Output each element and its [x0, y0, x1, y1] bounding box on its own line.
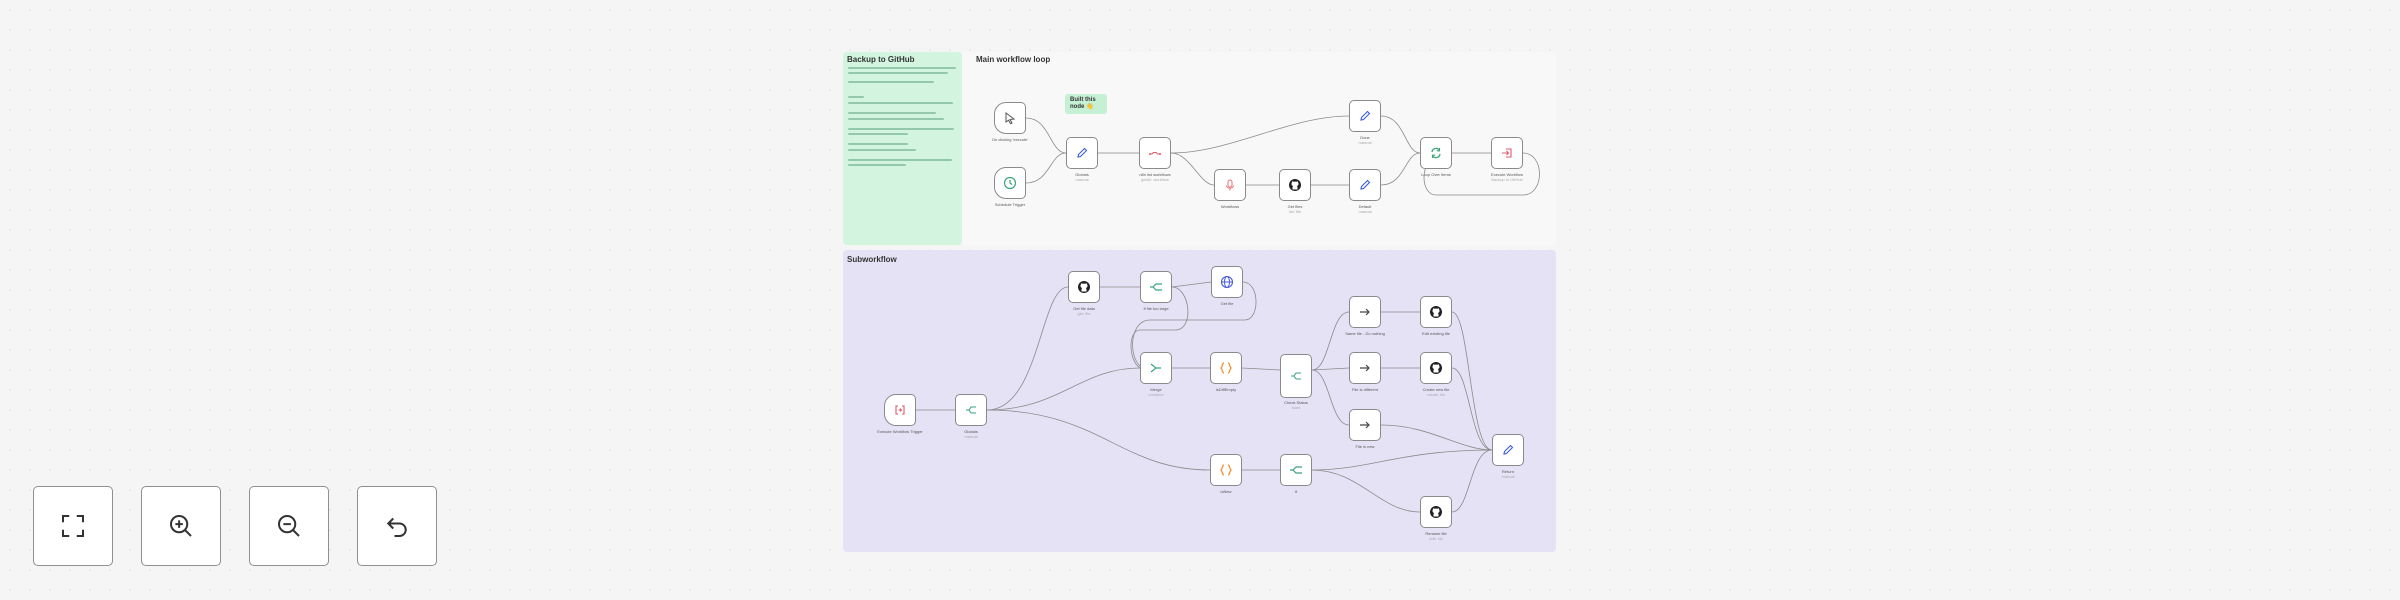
- node-file-is-new[interactable]: [1349, 409, 1381, 441]
- node-get-files[interactable]: [1279, 169, 1311, 201]
- node-on-clicking-execute[interactable]: [994, 102, 1026, 134]
- arrow-icon: [1360, 364, 1370, 372]
- pencil-icon: [1360, 110, 1371, 121]
- node-get-file-data[interactable]: [1068, 271, 1100, 303]
- node-return[interactable]: [1492, 434, 1524, 466]
- fit-view-icon: [62, 515, 84, 537]
- label-on-clicking-execute: On clicking 'execute': [991, 137, 1029, 142]
- switch-icon: [966, 406, 976, 414]
- mic-icon: [1226, 179, 1234, 191]
- node-default[interactable]: [1349, 169, 1381, 201]
- clock-icon: [1003, 176, 1017, 190]
- label-loop-over-items: Loop Over Items: [1421, 172, 1451, 177]
- arrow-icon: [1360, 421, 1370, 429]
- loop-icon: [1431, 147, 1441, 159]
- label-get-file: Get file: [1220, 301, 1234, 306]
- globe-icon: [1220, 275, 1234, 289]
- label-execute-workflow-trigger: Execute Workflow Trigger: [877, 429, 923, 434]
- arrow-icon: [1360, 308, 1370, 316]
- github-icon: [1078, 281, 1090, 293]
- node-create-new-file[interactable]: [1420, 352, 1452, 384]
- node-workflows[interactable]: [1214, 169, 1246, 201]
- node-globals[interactable]: [1066, 137, 1098, 169]
- label-workflows: Workflows: [1220, 204, 1240, 209]
- github-icon: [1430, 506, 1442, 518]
- sticky-main-title: Main workflow loop: [976, 55, 1051, 64]
- switch-icon: [1291, 372, 1301, 380]
- braces-icon: [1219, 362, 1233, 374]
- label-schedule-trigger: Schedule Trigger: [994, 202, 1026, 207]
- node-rename-file[interactable]: [1420, 496, 1452, 528]
- fit-view-button[interactable]: [33, 486, 113, 566]
- node-merge[interactable]: [1140, 352, 1172, 384]
- node-done[interactable]: [1349, 100, 1381, 132]
- node-sub-globals[interactable]: [955, 394, 987, 426]
- node-schedule-trigger[interactable]: [994, 167, 1026, 199]
- filter-icon: [1150, 283, 1162, 291]
- node-check-status[interactable]: [1280, 354, 1312, 398]
- label-if: If: [1294, 489, 1298, 494]
- node-if-file-too-large[interactable]: [1140, 271, 1172, 303]
- exec-icon: [1502, 148, 1512, 158]
- cursor-icon: [1005, 112, 1016, 125]
- label-file-is-new: File is new: [1355, 444, 1375, 449]
- node-n8n-list-workflows[interactable]: [1139, 137, 1171, 169]
- build-note-badge: Built this node 👋: [1065, 94, 1107, 114]
- sticky-doc-title: Backup to GitHub: [847, 55, 915, 64]
- node-isdiffempty[interactable]: [1210, 352, 1242, 384]
- github-icon: [1430, 306, 1442, 318]
- label-same-file-do-nothing: Same file - Do nothing: [1345, 331, 1385, 336]
- reset-zoom-button[interactable]: [357, 486, 437, 566]
- label-edit-existing-file: Edit existing file: [1422, 331, 1450, 336]
- trigger-icon: [895, 405, 905, 415]
- sticky-sub-title: Subworkflow: [847, 255, 897, 264]
- label-isdiffempty: isDiffEmpty: [1215, 387, 1237, 392]
- sticky-documentation[interactable]: [843, 52, 962, 245]
- pencil-icon: [1503, 444, 1514, 455]
- node-if[interactable]: [1280, 454, 1312, 486]
- filter-icon: [1290, 466, 1302, 474]
- zoom-out-button[interactable]: [249, 486, 329, 566]
- undo-icon: [386, 517, 407, 537]
- node-execute-workflow-trigger[interactable]: [884, 394, 916, 426]
- node-isnew[interactable]: [1210, 454, 1242, 486]
- merge-icon: [1150, 363, 1161, 373]
- github-icon: [1289, 179, 1301, 191]
- node-file-is-different[interactable]: [1349, 352, 1381, 384]
- zoom-in-icon: [170, 515, 192, 537]
- zoom-in-button[interactable]: [141, 486, 221, 566]
- sticky-main-workflow[interactable]: [961, 52, 1556, 245]
- n8n-icon: [1149, 152, 1161, 155]
- braces-icon: [1219, 464, 1233, 476]
- label-if-file-too-large: If file too large: [1143, 306, 1169, 311]
- node-execute-workflow[interactable]: [1491, 137, 1523, 169]
- node-get-file[interactable]: [1211, 266, 1243, 298]
- node-edit-existing-file[interactable]: [1420, 296, 1452, 328]
- github-icon: [1430, 362, 1442, 374]
- label-file-is-different: File is different: [1352, 387, 1378, 392]
- pencil-icon: [1077, 147, 1088, 158]
- label-isnew: isNew: [1220, 489, 1232, 494]
- zoom-out-icon: [278, 515, 300, 537]
- pencil-icon: [1360, 179, 1371, 190]
- node-same-file-do-nothing[interactable]: [1349, 296, 1381, 328]
- node-loop-over-items[interactable]: [1420, 137, 1452, 169]
